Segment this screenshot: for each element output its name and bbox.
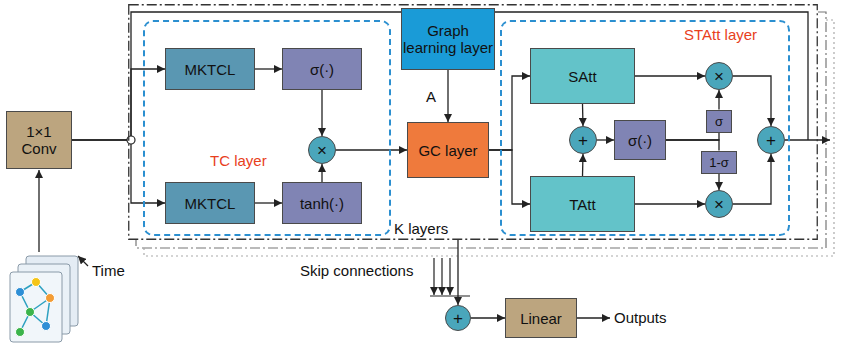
output-arrow [577,317,610,318]
node-label: MKTCL [185,61,236,78]
group-title: TC layer [210,152,267,169]
connector [666,133,719,141]
skip-arrows [430,258,470,296]
connector [489,150,530,204]
connector [635,203,705,204]
graph-vertices [16,278,55,337]
node-label: σ(·) [628,132,652,149]
graph-frame [10,272,62,342]
graph-edges [20,282,50,332]
sigmoid-box: σ(·) [282,48,362,90]
node-label: 1×1 Conv [7,123,71,157]
node-label: MKTCL [185,195,236,212]
connector [255,202,282,203]
node-label: + [453,310,463,327]
connector [733,76,771,126]
diagram-label: Skip connections [300,262,413,279]
connector [582,154,584,176]
layer-frame-shadow [144,20,834,256]
node-label: GC layer [418,142,477,159]
linear-box: Linear [505,298,577,338]
sum-node: + [445,305,471,331]
tanh-box: tanh(·) [282,182,362,224]
diagram-label: Time [92,262,125,279]
node-label: Graph learning layer [402,22,494,56]
node-label: 1-σ [709,154,729,171]
multiply-node: × [705,190,733,218]
connector [718,174,719,191]
mktcl-box: MKTCL [165,182,255,224]
gc-layer-box: GC layer [407,122,489,178]
skip-bar [430,295,470,296]
skip-arrow [449,258,450,295]
stacked-layer-frames [136,12,834,256]
sum-node: + [757,126,785,154]
group-title: STAtt layer [684,26,757,43]
node-label: TAtt [569,196,595,213]
connector [457,240,458,305]
multiply-node: × [705,62,733,90]
connector [582,104,584,126]
connector [597,139,614,140]
time-arrow [78,256,88,266]
multiply-node: × [308,136,336,164]
sigmoid-box: σ(·) [614,120,666,160]
connector [336,149,407,150]
node-label: × [317,142,327,159]
diagram-label: Outputs [614,309,667,326]
node-label: tanh(·) [300,195,344,212]
node-label: SAtt [568,68,596,85]
gate-box: σ [706,110,732,133]
node-label: + [578,132,588,149]
connector [733,154,771,204]
layers-frame-border [129,5,818,240]
connector [489,76,530,150]
node-label: × [714,68,724,85]
graph-sequence-icon [10,256,78,342]
node-label: σ [715,113,723,130]
gate-box: 1-σ [701,151,737,174]
connector [447,70,448,122]
connector [666,140,719,151]
layer-frame-shadow [136,12,826,248]
connector [321,164,322,182]
connector [471,317,505,318]
connector [72,140,165,203]
skip-arrow [433,258,434,295]
node-label: Linear [520,310,562,327]
statt-layer-group: STAtt layerSAtt × + σ(·) σ +1-σTAtt × [500,20,790,236]
tc-layer-group: TC layerMKTCLσ(·)×MKTCLtanh(·) [143,20,391,236]
layers-frame: K layersTC layerMKTCLσ(·)×MKTCLtanh(·)Gr… [128,4,818,240]
node-label: × [714,196,724,213]
tatt-box: TAtt [530,176,635,232]
skip-arrow [441,258,442,295]
edge-label: A [424,88,438,105]
sum-node: + [569,126,597,154]
conv-box: 1×1 Conv [6,111,72,169]
group-title: K layers [394,220,448,237]
input-arrow [38,170,39,252]
node-label: σ(·) [310,61,334,78]
connector [255,68,282,69]
graph-learning-box: Graph learning layer [401,8,495,70]
mktcl-box: MKTCL [165,48,255,90]
connector [321,90,322,136]
connector [635,75,705,76]
connector [72,69,165,140]
connector [718,90,719,110]
node-label: + [766,132,776,149]
satt-box: SAtt [530,48,635,104]
output-arrow [785,139,830,140]
